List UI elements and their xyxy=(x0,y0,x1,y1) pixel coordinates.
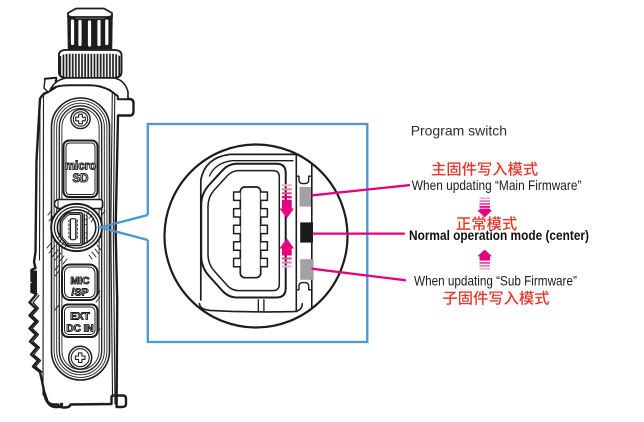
svg-text:EXT: EXT xyxy=(70,312,89,323)
svg-text:SD: SD xyxy=(73,173,89,185)
svg-text:MIC: MIC xyxy=(70,275,90,287)
svg-text:Normal operation mode (center): Normal operation mode (center) xyxy=(409,228,589,243)
svg-text:Program switch: Program switch xyxy=(411,123,507,139)
svg-text:When updating “Sub Firmware”: When updating “Sub Firmware” xyxy=(414,274,577,289)
svg-text:DC IN: DC IN xyxy=(66,324,93,335)
svg-text:micro: micro xyxy=(65,161,96,173)
svg-text:When updating “Main Firmware”: When updating “Main Firmware” xyxy=(412,178,582,193)
svg-text:/SP: /SP xyxy=(72,287,89,299)
